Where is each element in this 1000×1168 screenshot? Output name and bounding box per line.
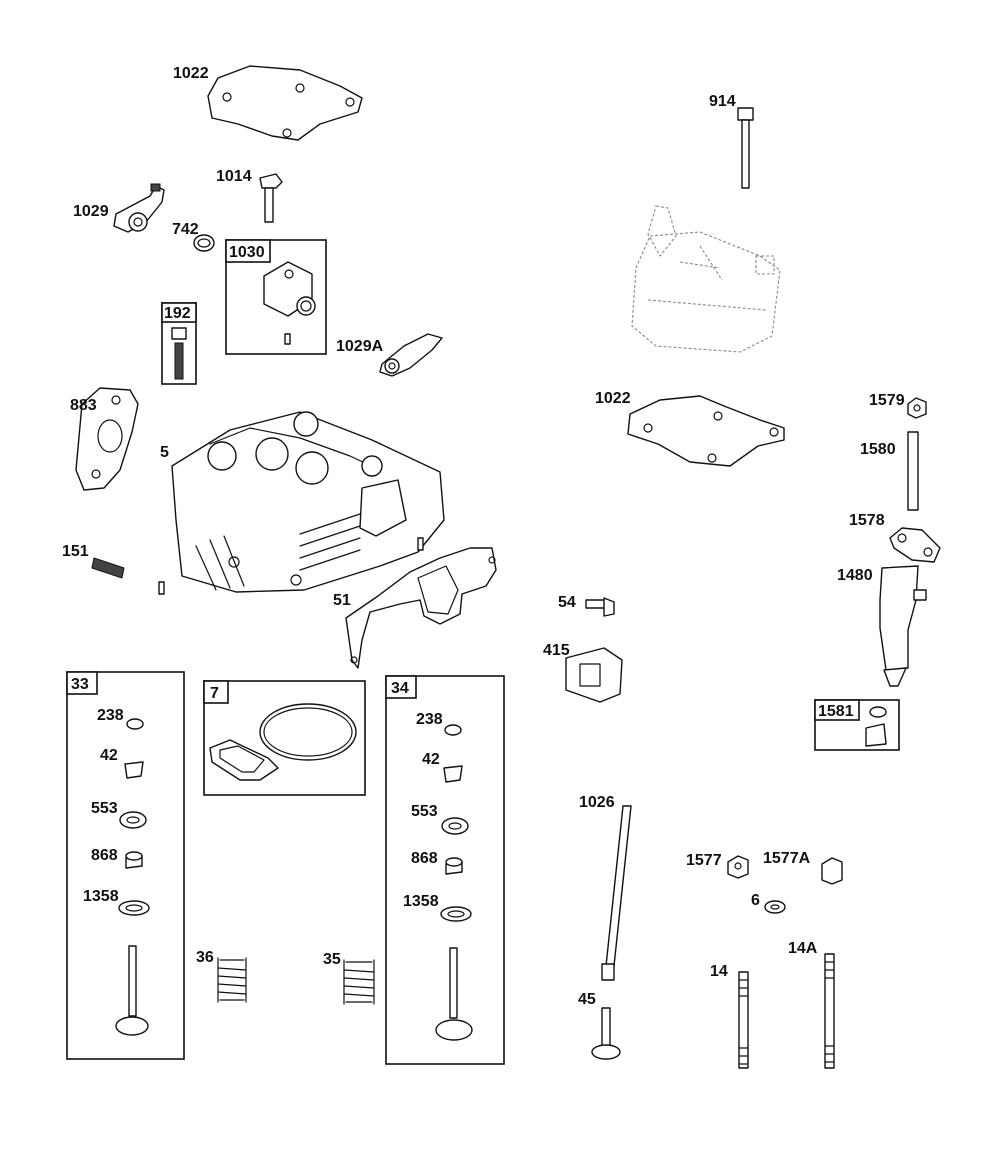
injector-seal-part <box>865 706 887 747</box>
rocker-arm-alt-part <box>379 333 443 377</box>
valve-kit-34-parts <box>435 724 473 1041</box>
part-label-1026: 1026 <box>579 794 615 811</box>
injector-clamp-part <box>889 527 941 563</box>
part-label-33: 33 <box>71 676 89 693</box>
part-label-1022-top: 1022 <box>173 65 209 82</box>
valve-spring-35-part <box>343 959 375 1005</box>
part-label-1577a: 1577A <box>763 850 811 867</box>
part-label-415: 415 <box>543 642 570 659</box>
intake-gasket-part <box>75 387 139 491</box>
part-label-34: 34 <box>391 680 409 697</box>
valve-spring-36-part <box>217 957 247 1003</box>
washer-part <box>764 900 786 914</box>
kit-box-33 <box>66 671 185 1060</box>
tappet-part <box>591 1007 621 1060</box>
part-label-1022-right: 1022 <box>595 390 631 407</box>
kit-box-7 <box>203 680 366 796</box>
kit-box-1581 <box>814 699 900 751</box>
injector-stud-part <box>907 431 919 511</box>
part-label-1358-right: 1358 <box>403 893 439 910</box>
part-label-742: 742 <box>172 221 199 238</box>
cap-nut-part <box>821 857 843 885</box>
part-label-1358-left: 1358 <box>83 888 119 905</box>
part-label-1480: 1480 <box>837 567 873 584</box>
part-label-6: 6 <box>751 892 760 909</box>
small-bolt-part <box>585 597 615 617</box>
kit-box-34 <box>385 675 505 1065</box>
valve-kit-33-parts <box>115 718 150 1036</box>
cover-bolt-part <box>737 107 754 189</box>
part-label-1029a: 1029A <box>336 338 384 355</box>
part-label-914: 914 <box>709 93 736 110</box>
part-label-868-left: 868 <box>91 847 118 864</box>
part-label-1014: 1014 <box>216 168 252 185</box>
stud-nut-part <box>171 327 187 380</box>
push-rod-part <box>601 805 632 981</box>
part-label-14a: 14A <box>788 940 818 957</box>
part-label-35: 35 <box>323 951 341 968</box>
part-label-14: 14 <box>710 963 728 980</box>
part-label-1577: 1577 <box>686 852 722 869</box>
part-label-36: 36 <box>196 949 214 966</box>
part-label-1029: 1029 <box>73 203 109 220</box>
part-label-7: 7 <box>210 685 219 702</box>
part-label-1579: 1579 <box>869 392 905 409</box>
part-label-1578: 1578 <box>849 512 885 529</box>
exhaust-stud-part <box>91 557 125 579</box>
part-label-42-right: 42 <box>422 751 440 768</box>
fuel-injector-part <box>879 565 927 687</box>
part-label-54: 54 <box>558 594 576 611</box>
gasket-set-part <box>209 703 357 781</box>
injector-nut-part <box>907 397 927 419</box>
kit-box-1030 <box>225 239 327 355</box>
rocker-arm-part <box>113 183 165 233</box>
cylinder-head-part <box>158 411 445 595</box>
part-label-1580: 1580 <box>860 441 896 458</box>
kit-box-192 <box>161 302 197 385</box>
mount-bracket-part <box>565 647 623 703</box>
retaining-clip-part <box>193 234 215 252</box>
nut-1577-part <box>727 855 749 879</box>
part-label-238-right: 238 <box>416 711 443 728</box>
part-label-1030: 1030 <box>229 244 265 261</box>
rocker-cover-gasket-2-part <box>627 395 785 467</box>
stud-14a-part <box>824 953 835 1069</box>
part-label-868-right: 868 <box>411 850 438 867</box>
part-label-151: 151 <box>62 543 89 560</box>
part-label-238-left: 238 <box>97 707 124 724</box>
rocker-cover-reference <box>631 205 781 353</box>
part-label-45: 45 <box>578 991 596 1008</box>
part-label-1581: 1581 <box>818 703 854 720</box>
part-label-5: 5 <box>160 444 169 461</box>
exhaust-gasket-part <box>345 547 497 669</box>
part-label-553-right: 553 <box>411 803 438 820</box>
rocker-pivot-part <box>263 261 316 345</box>
rocker-stud-bolt-part <box>259 173 283 223</box>
part-label-883: 883 <box>70 397 97 414</box>
part-label-51: 51 <box>333 592 351 609</box>
part-label-42-left: 42 <box>100 747 118 764</box>
rocker-cover-gasket-part <box>207 65 363 141</box>
part-label-553-left: 553 <box>91 800 118 817</box>
part-label-192: 192 <box>164 305 191 322</box>
stud-14-part <box>738 971 749 1069</box>
